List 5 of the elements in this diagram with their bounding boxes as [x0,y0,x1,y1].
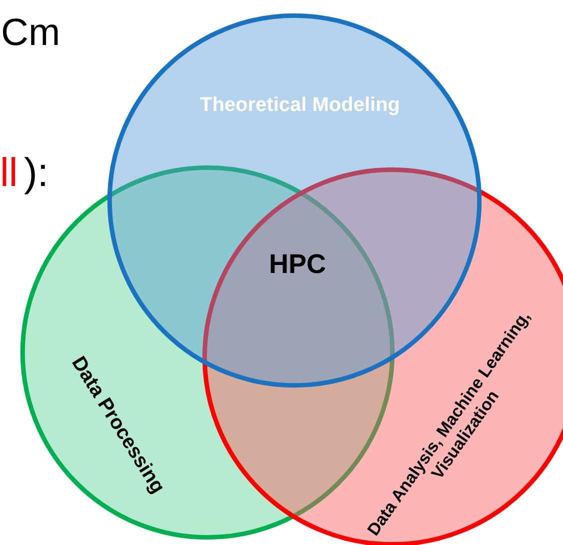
cut-off-text: ll [0,153,18,193]
center-label: HPC [269,251,326,278]
cut-off-text: ): [24,153,48,193]
cut-off-text: Cm [1,14,60,52]
circle-label: Theoretical Modeling [198,93,402,118]
